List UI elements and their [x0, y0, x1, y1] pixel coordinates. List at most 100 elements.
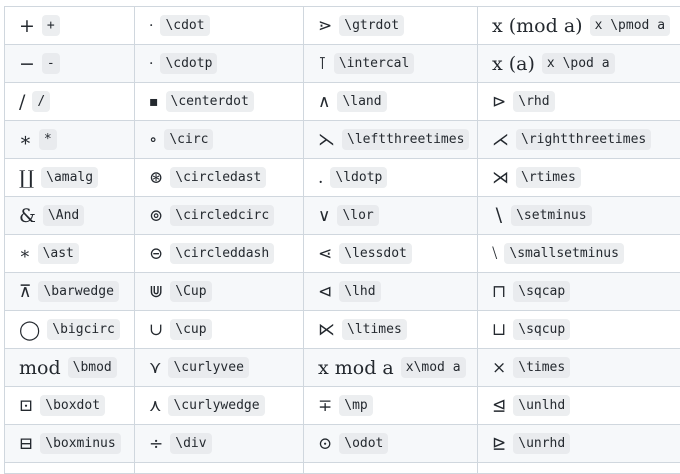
- latex-command: \circleddash: [170, 243, 274, 264]
- table-row: &\And ⊚\circledcirc ∨\lor ∖\setminus: [5, 197, 680, 235]
- symbol-glyph: /: [19, 91, 25, 113]
- table-row: [5, 463, 680, 474]
- table-cell: ⊙ \odot: [304, 425, 478, 463]
- latex-command: \land: [337, 91, 386, 112]
- symbol-glyph: ⧵: [492, 244, 497, 264]
- table-cell: [5, 463, 135, 474]
- latex-command: \rhd: [513, 91, 554, 112]
- symbol-glyph: x mod a: [318, 357, 394, 379]
- table-cell: ∖\setminus: [478, 197, 680, 235]
- table-cell: ⋓\Cup: [135, 273, 304, 311]
- table-cell: ·\cdot: [135, 7, 304, 45]
- symbol-glyph: ⋊: [492, 168, 509, 188]
- table-cell: ⊺\intercal: [304, 45, 478, 83]
- symbol-glyph: ⋓: [149, 282, 163, 302]
- latex-command: /: [32, 91, 50, 112]
- symbol-glyph: ⊔: [492, 320, 506, 340]
- symbol-glyph: ⋎: [149, 358, 161, 378]
- symbol-glyph: ∪: [149, 320, 163, 340]
- latex-command: \rightthreetimes: [516, 129, 651, 150]
- symbol-glyph: ∖: [492, 205, 504, 227]
- table-cell: ∨\lor: [304, 197, 478, 235]
- table-cell: ⋖ \lessdot: [304, 235, 478, 273]
- latex-command: \ltimes: [342, 319, 407, 340]
- latex-command: \lor: [337, 205, 378, 226]
- table-cell: ∓\mp: [304, 387, 478, 425]
- latex-command: -: [42, 53, 60, 74]
- latex-command: \bmod: [68, 357, 117, 378]
- latex-command: \odot: [339, 433, 388, 454]
- symbol-glyph: ∧: [318, 92, 330, 112]
- table-cell: [478, 463, 680, 474]
- table-cell: ⋌\rightthreetimes: [478, 121, 680, 159]
- table-cell: ⋏ \curlywedge: [135, 387, 304, 425]
- table-cell: ⊼\barwedge: [5, 273, 135, 311]
- symbol-glyph: ⊛: [149, 168, 163, 188]
- table-row: ⊼\barwedge ⋓\Cup ⊲\lhd ⊓\sqcap: [5, 273, 680, 311]
- symbol-glyph: ⊚: [149, 206, 163, 226]
- table-row: // ▪\centerdot ∧\land ⊳\rhd: [5, 83, 680, 121]
- table-cell: ⧵\smallsetminus: [478, 235, 680, 273]
- latex-command: \curlywedge: [168, 395, 264, 416]
- table-cell: [304, 463, 478, 474]
- binary-operators-table: ++ ·\cdot ⋗\gtrdot x (mod a)x \pmod a −-…: [4, 6, 680, 474]
- symbol-glyph: ∓: [318, 396, 332, 416]
- table-cell: ∐\amalg: [5, 159, 135, 197]
- table-row: ⊟\boxminus ÷\div ⊙ \odot ⊵ \unrhd: [5, 425, 680, 463]
- table-cell: x (mod a)x \pmod a: [478, 7, 680, 45]
- symbol-glyph: ⊡: [19, 396, 33, 416]
- latex-command: \circledast: [170, 167, 266, 188]
- table-cell: ◯\bigcirc: [5, 311, 135, 349]
- latex-command: \And: [43, 205, 84, 226]
- table-cell: ÷\div: [135, 425, 304, 463]
- latex-command: \unrhd: [513, 433, 570, 454]
- table-cell: ⋎ \curlyvee: [135, 349, 304, 387]
- symbol-glyph: ⋉: [318, 320, 335, 340]
- latex-command: \gtrdot: [339, 15, 404, 36]
- table-row: ∐\amalg ⊛\circledast .\ldotp ⋊\rtimes: [5, 159, 680, 197]
- symbol-glyph: mod: [19, 357, 61, 379]
- symbol-glyph: ∘: [149, 130, 157, 150]
- table-cell: ⊡\boxdot: [5, 387, 135, 425]
- latex-command: \centerdot: [166, 91, 254, 112]
- table-cell: ▪\centerdot: [135, 83, 304, 121]
- symbol-glyph: ⊓: [492, 282, 506, 302]
- table-cell: &\And: [5, 197, 135, 235]
- latex-command: x \pmod a: [590, 15, 670, 36]
- table-cell: x (a)x \pod a: [478, 45, 680, 83]
- table-cell: ⋗\gtrdot: [304, 7, 478, 45]
- latex-command: \curlyvee: [168, 357, 248, 378]
- table-cell: ⊟\boxminus: [5, 425, 135, 463]
- table-cell: ∧ \land: [304, 83, 478, 121]
- table-cell: ⊵ \unrhd: [478, 425, 680, 463]
- symbol-glyph: ◯: [19, 319, 40, 341]
- table-cell: ∗*: [5, 121, 135, 159]
- table-row: ◯\bigcirc ∪\cup ⋉\ltimes ⊔\sqcup: [5, 311, 680, 349]
- symbol-glyph: ⋏: [149, 396, 161, 416]
- table-cell: ⊚\circledcirc: [135, 197, 304, 235]
- latex-command: \times: [513, 357, 570, 378]
- table-cell: ⊛ \circledast: [135, 159, 304, 197]
- symbol-glyph: ⊵: [492, 434, 506, 454]
- table-cell: −-: [5, 45, 135, 83]
- table-cell: [135, 463, 304, 474]
- table-cell: ×\times: [478, 349, 680, 387]
- table-row: ++ ·\cdot ⋗\gtrdot x (mod a)x \pmod a: [5, 7, 680, 45]
- latex-command: \leftthreetimes: [342, 129, 469, 150]
- symbol-glyph: ⊙: [318, 434, 332, 454]
- latex-command: \lessdot: [339, 243, 412, 264]
- symbol-glyph: ·: [149, 56, 153, 72]
- symbol-glyph: +: [19, 15, 35, 37]
- table-cell: ⋋\leftthreetimes: [304, 121, 478, 159]
- table-row: ∗\ast ⊝\circleddash ⋖\lessdot ⧵\smallset…: [5, 235, 680, 273]
- latex-command: *: [39, 129, 57, 150]
- symbol-glyph: ⋖: [318, 244, 332, 264]
- symbol-glyph: ⊟: [19, 434, 33, 454]
- latex-command: \sqcup: [513, 319, 570, 340]
- symbol-glyph: ⊺: [318, 54, 327, 74]
- table-body: ++ ·\cdot ⋗\gtrdot x (mod a)x \pmod a −-…: [5, 7, 680, 474]
- table-cell: ⊓\sqcap: [478, 273, 680, 311]
- table-cell: ⋉ \ltimes: [304, 311, 478, 349]
